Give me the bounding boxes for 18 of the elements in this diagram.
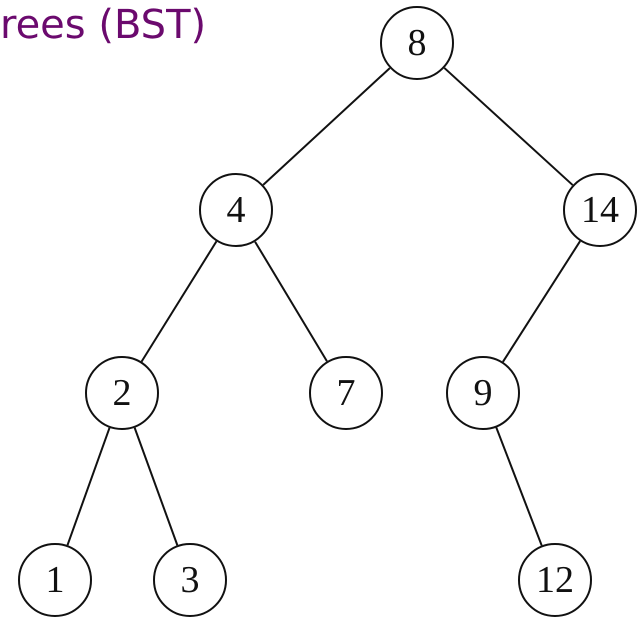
node-value: 9 <box>474 374 492 412</box>
connector-line <box>262 67 390 186</box>
title: rees (BST) <box>0 2 206 48</box>
connector-line <box>502 240 581 362</box>
node-value: 2 <box>112 374 132 412</box>
connector-line <box>140 240 218 362</box>
connector-line <box>254 241 328 362</box>
connector-line <box>495 427 543 546</box>
node-value: 1 <box>46 561 64 599</box>
node-value: 4 <box>226 191 246 229</box>
connector-line <box>444 67 574 186</box>
node-value: 12 <box>536 561 574 599</box>
node-value: 8 <box>408 24 426 62</box>
node-value: 14 <box>581 191 619 229</box>
connector-line <box>66 428 110 546</box>
node-value: 3 <box>180 561 200 599</box>
connector-line <box>134 427 178 546</box>
node-value: 7 <box>336 374 356 412</box>
